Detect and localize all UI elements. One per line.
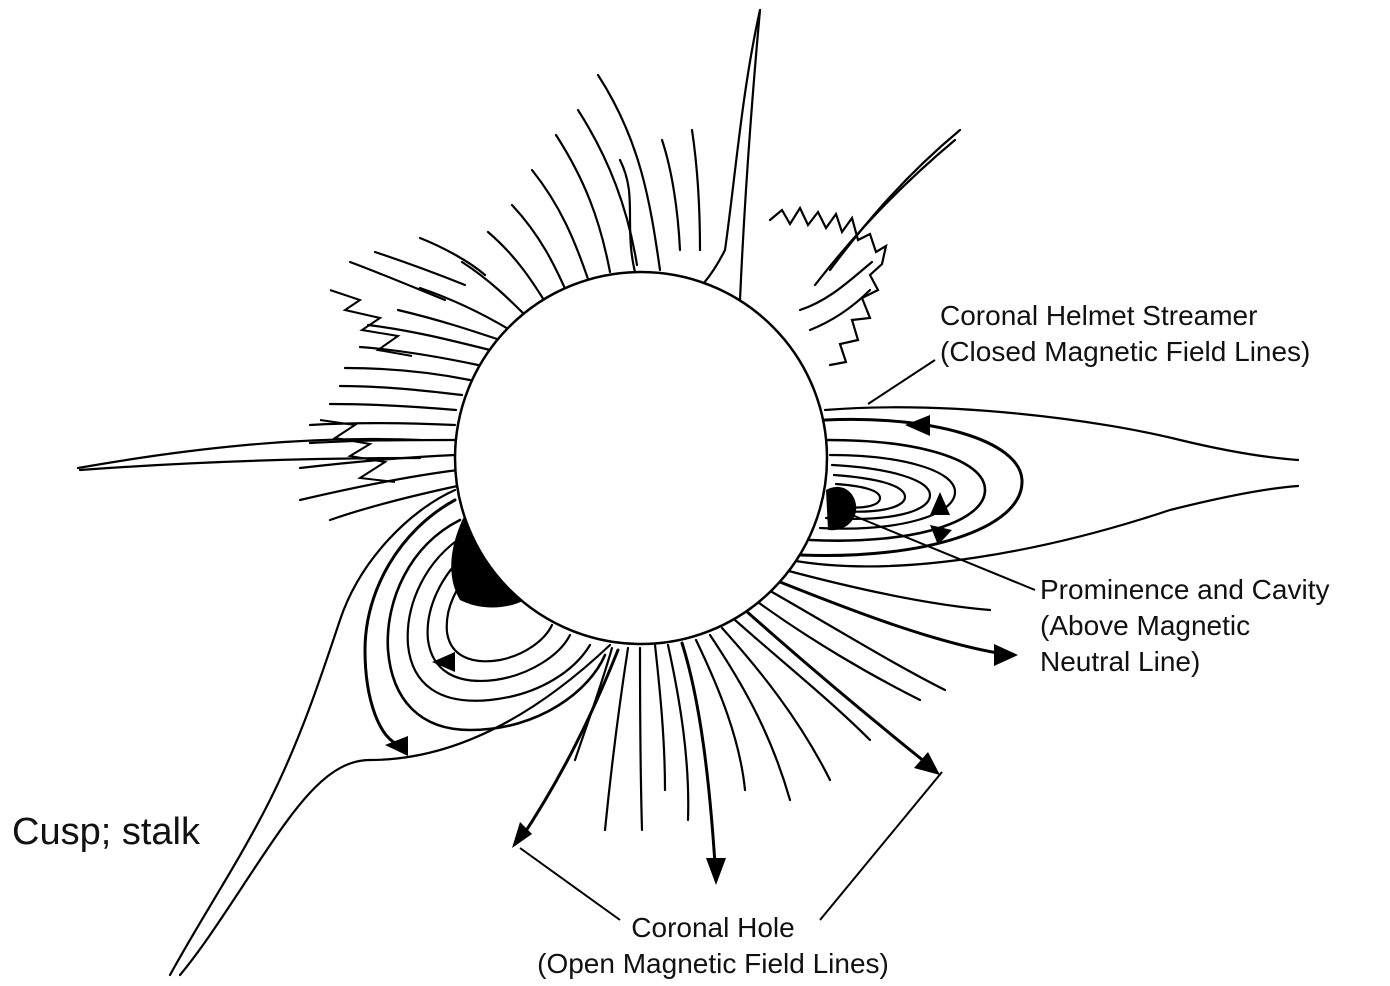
prominence-label: Prominence and Cavity (Above Magnetic Ne…	[1040, 572, 1329, 679]
helmet-streamer-label: Coronal Helmet Streamer (Closed Magnetic…	[940, 298, 1310, 370]
prominence-line3: Neutral Line)	[1040, 644, 1329, 680]
coronal-hole-line2: (Open Magnetic Field Lines)	[498, 946, 928, 982]
prominence-line2: (Above Magnetic	[1040, 608, 1329, 644]
right-prominence	[826, 487, 856, 530]
right-helmet-streamer	[790, 407, 1298, 566]
coronal-hole-label: Coronal Hole (Open Magnetic Field Lines)	[498, 910, 928, 982]
prominence-line1: Prominence and Cavity	[1040, 572, 1329, 608]
helmet-streamer-line1: Coronal Helmet Streamer	[940, 298, 1310, 334]
coronal-hole-line1: Coronal Hole	[498, 910, 928, 946]
helmet-streamer-line2: (Closed Magnetic Field Lines)	[940, 334, 1310, 370]
cusp-stalk-label: Cusp; stalk	[12, 808, 200, 857]
sun-disk	[455, 272, 827, 644]
upper-right-streamer	[770, 130, 960, 365]
